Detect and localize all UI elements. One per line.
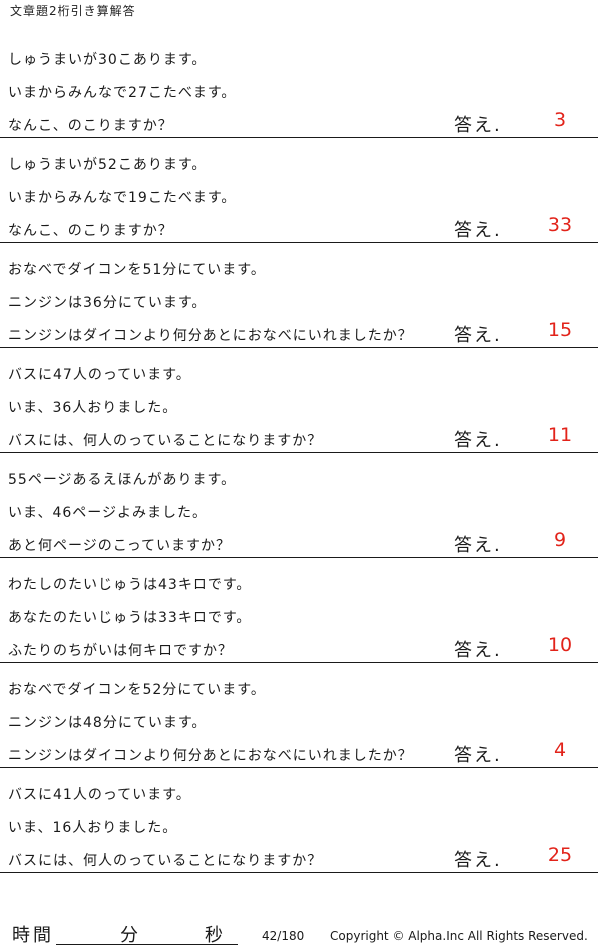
answer-value: 11 [547, 424, 573, 446]
minutes-label: 分 [120, 925, 138, 946]
answer-label: 答え. [454, 745, 502, 766]
problem-5: 55ページあるえほんがあります。 いま、46ページよみました。 あと何ページのこ… [0, 467, 600, 572]
answer-value: 10 [547, 634, 573, 656]
problem-question: バスには、何人のっていることになりますか？ [8, 853, 323, 869]
problem-question: あと何ページのこっていますか？ [8, 538, 232, 554]
answer-value: 15 [547, 319, 573, 341]
footer: 時間 分 秒 42/180 Copyright © Alpha.Inc All … [0, 915, 600, 949]
problem-line: バスに41人のっています。 [8, 787, 191, 803]
problem-line: おなべでダイコンを52分にています。 [8, 682, 266, 698]
problem-line: 55ページあるえほんがあります。 [8, 472, 237, 488]
problem-line: しゅうまいが52こあります。 [8, 157, 207, 173]
problem-line: しゅうまいが30こあります。 [8, 52, 207, 68]
answer-label: 答え. [454, 850, 502, 871]
answer-rule [0, 557, 598, 558]
answer-label: 答え. [454, 640, 502, 661]
answer-label: 答え. [454, 325, 502, 346]
problem-question: なんこ、のこりますか？ [8, 118, 173, 134]
answer-value: 33 [547, 214, 573, 236]
answer-rule [0, 767, 598, 768]
problem-question: なんこ、のこりますか？ [8, 223, 173, 239]
problem-line: ニンジンは48分にています。 [8, 715, 207, 731]
problem-6: わたしのたいじゅうは43キロです。 あなたのたいじゅうは33キロです。 ふたりの… [0, 572, 600, 677]
problem-line: バスに47人のっています。 [8, 367, 191, 383]
page-number: 42/180 [262, 929, 305, 943]
answer-label: 答え. [454, 535, 502, 556]
problem-question: バスには、何人のっていることになりますか？ [8, 433, 323, 449]
answer-label: 答え. [454, 220, 502, 241]
problem-question: ニンジンはダイコンより何分あとにおなべにいれましたか？ [8, 748, 413, 764]
problem-line: あなたのたいじゅうは33キロです。 [8, 610, 252, 626]
answer-value: 3 [553, 109, 567, 131]
problem-line: いまからみんなで19こたべます。 [8, 190, 237, 206]
problem-7: おなべでダイコンを52分にています。 ニンジンは48分にています。 ニンジンはダ… [0, 677, 600, 782]
answer-label: 答え. [454, 430, 502, 451]
copyright-notice: Copyright © Alpha.Inc All Rights Reserve… [330, 929, 588, 943]
answer-value: 4 [553, 739, 567, 761]
time-label: 時間 [12, 925, 54, 946]
time-entry-line [56, 944, 238, 945]
problem-line: わたしのたいじゅうは43キロです。 [8, 577, 252, 593]
problem-1: しゅうまいが30こあります。 いまからみんなで27こたべます。 なんこ、のこりま… [0, 47, 600, 152]
problem-4: バスに47人のっています。 いま、36人おりました。 バスには、何人のっているこ… [0, 362, 600, 467]
answer-label: 答え. [454, 115, 502, 136]
problem-line: いま、16人おりました。 [8, 820, 178, 836]
problem-question: ニンジンはダイコンより何分あとにおなべにいれましたか？ [8, 328, 413, 344]
answer-value: 9 [553, 529, 567, 551]
problem-line: いま、36人おりました。 [8, 400, 178, 416]
worksheet-title: 文章題2桁引き算解答 [10, 4, 136, 18]
problem-line: おなべでダイコンを51分にています。 [8, 262, 266, 278]
answer-rule [0, 452, 598, 453]
seconds-label: 秒 [205, 925, 223, 946]
problem-3: おなべでダイコンを51分にています。 ニンジンは36分にています。 ニンジンはダ… [0, 257, 600, 362]
problem-question: ふたりのちがいは何キロですか？ [8, 643, 233, 659]
answer-value: 25 [547, 844, 573, 866]
answer-rule [0, 872, 598, 873]
answer-rule [0, 662, 598, 663]
problem-2: しゅうまいが52こあります。 いまからみんなで19こたべます。 なんこ、のこりま… [0, 152, 600, 257]
problem-8: バスに41人のっています。 いま、16人おりました。 バスには、何人のっているこ… [0, 782, 600, 887]
answer-rule [0, 242, 598, 243]
problem-line: ニンジンは36分にています。 [8, 295, 207, 311]
problem-line: いまからみんなで27こたべます。 [8, 85, 237, 101]
answer-rule [0, 347, 598, 348]
problem-line: いま、46ページよみました。 [8, 505, 207, 521]
answer-rule [0, 137, 598, 138]
